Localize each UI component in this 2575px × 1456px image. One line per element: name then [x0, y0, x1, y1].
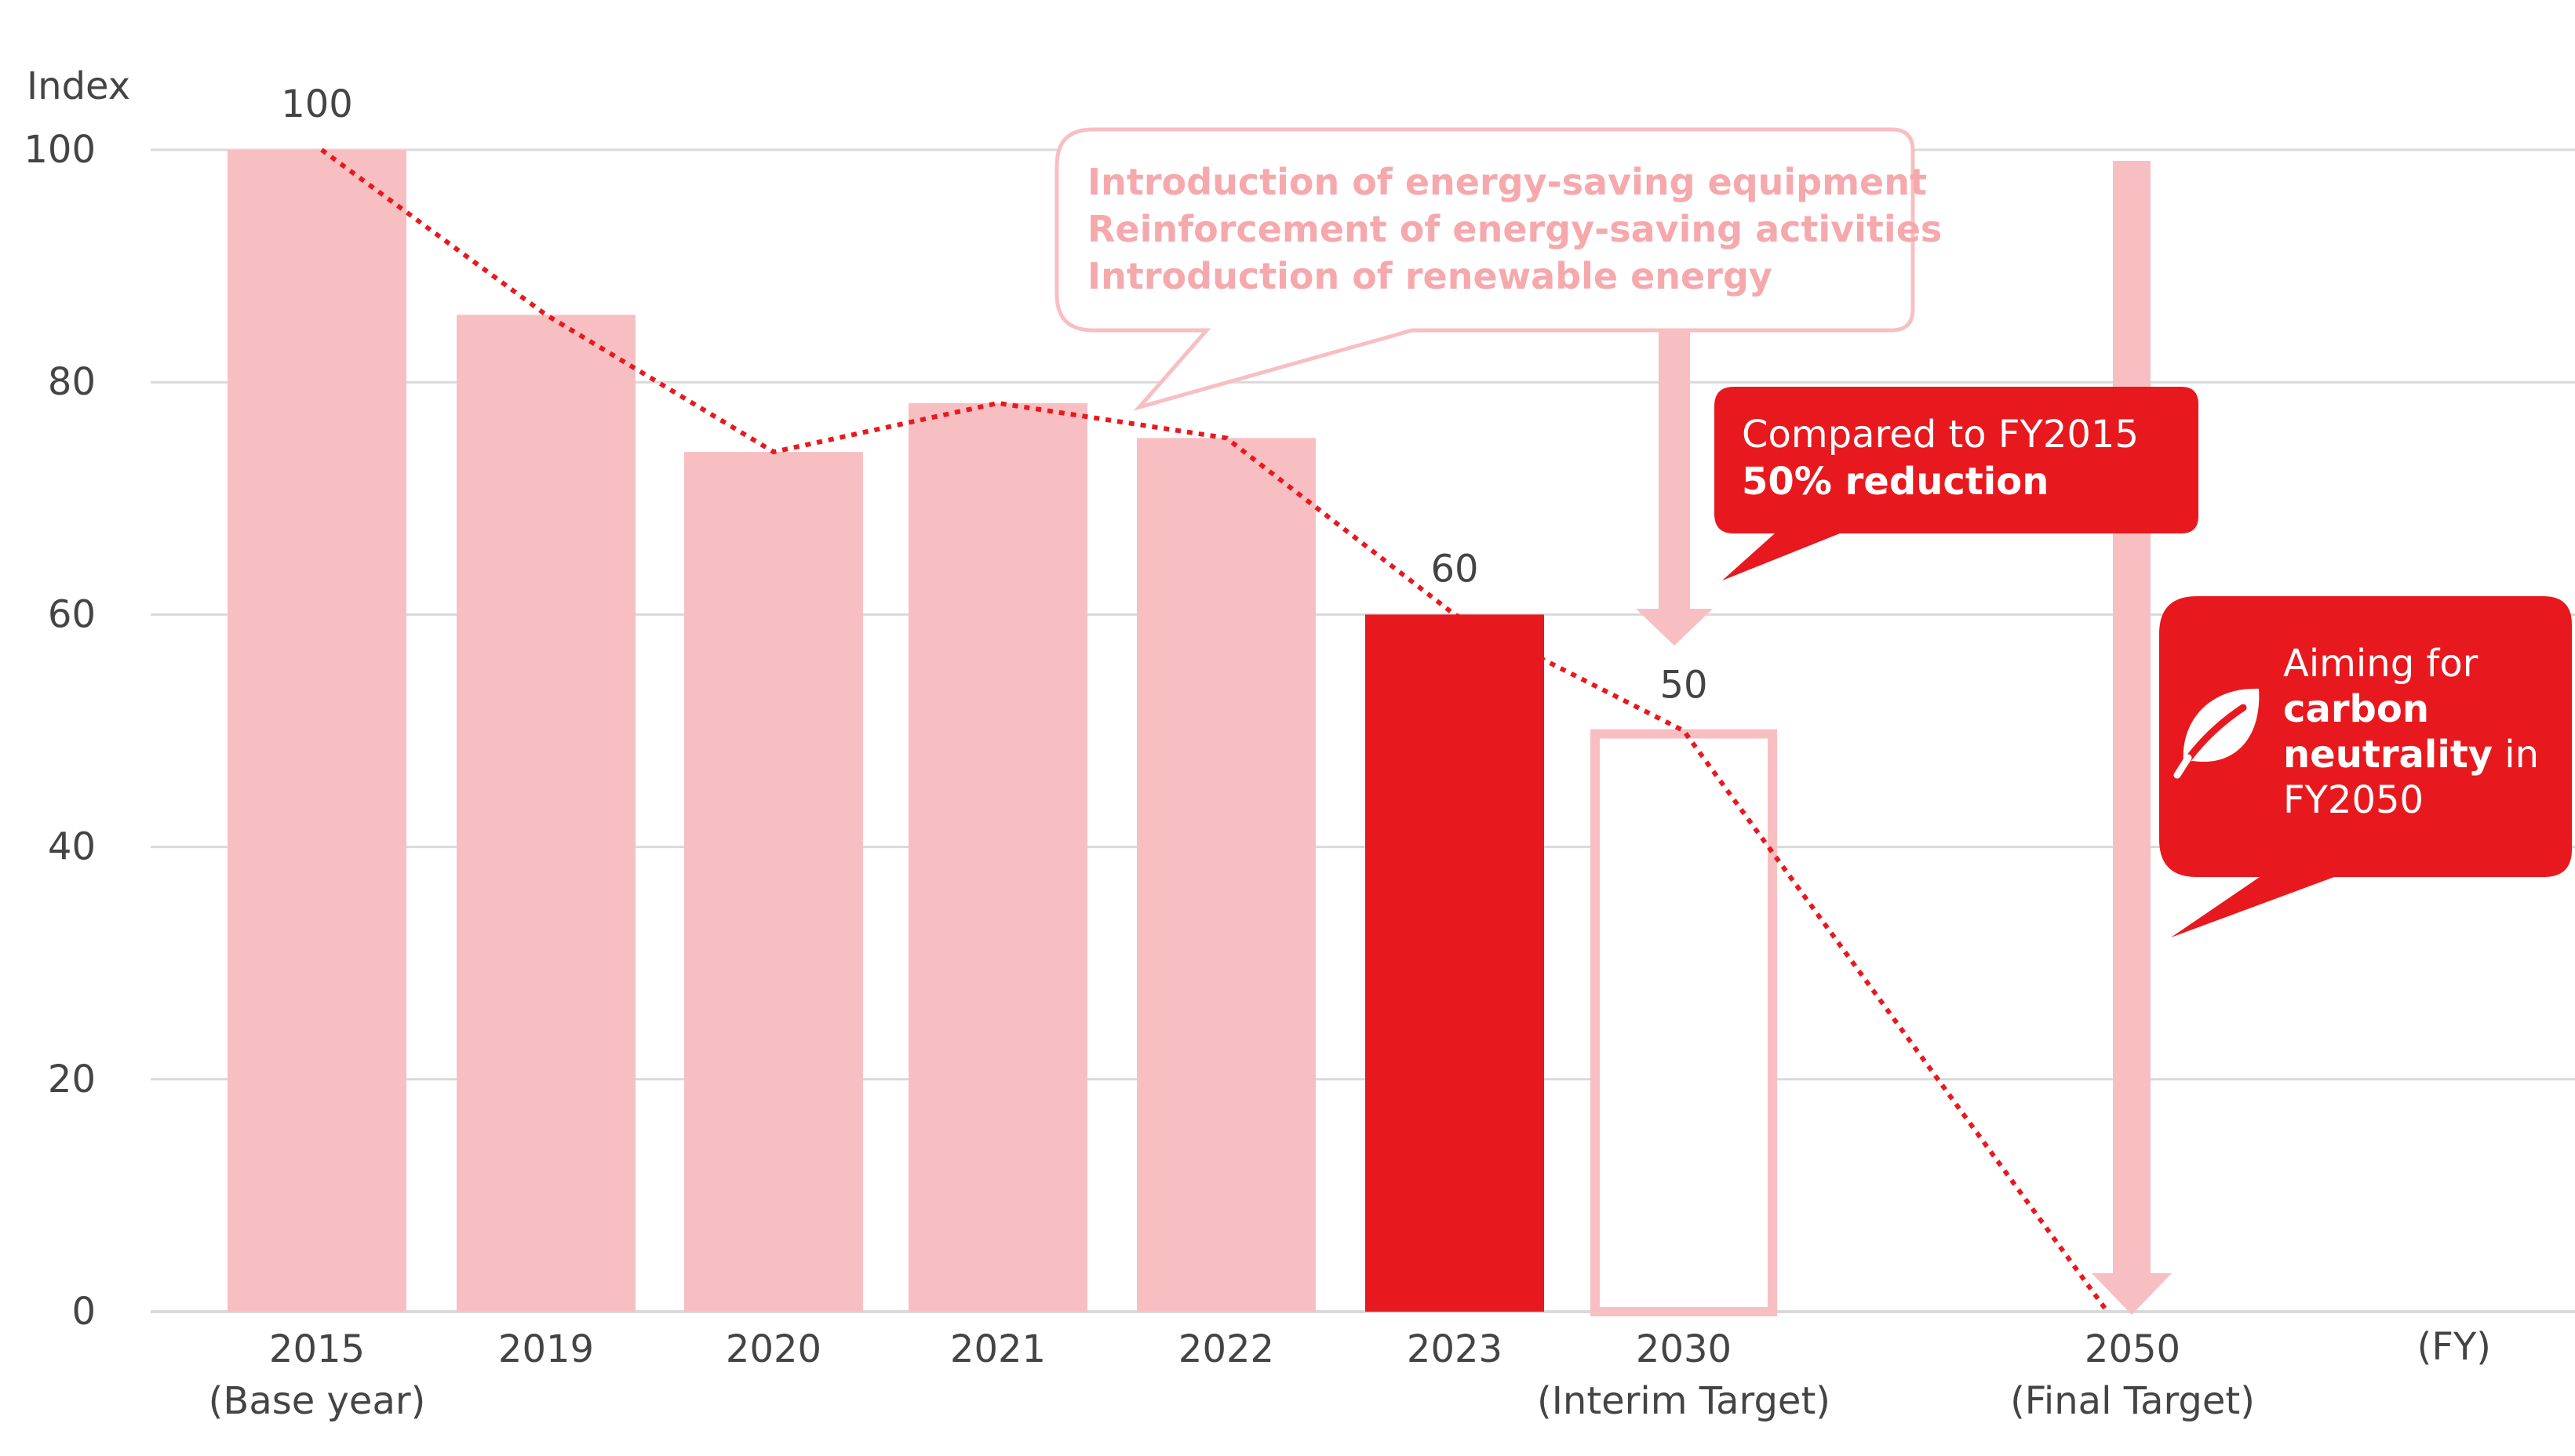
final-callout-line1: Aiming for: [2283, 642, 2478, 686]
y-tick-label-100: 100: [24, 128, 96, 172]
x-tick-label-2020: 2020: [726, 1327, 821, 1371]
interim-callout-bubble: [1714, 387, 2198, 581]
bar-2022: [1137, 438, 1316, 1312]
interim-target-arrow: [1636, 330, 1713, 646]
data-label-2015: 100: [281, 82, 353, 126]
bar-2021: [909, 402, 1087, 1312]
measure-text-3: Introduction of renewable energy: [1087, 255, 1772, 297]
x-tick-label-2050: 2050: [2085, 1327, 2180, 1371]
bar-2023: [1365, 614, 1544, 1312]
trend-line: [320, 147, 2110, 1313]
x-tick-label-2030: 2030: [1636, 1327, 1732, 1371]
y-axis-ticks: 0 20 40 60 80 100: [24, 128, 96, 1334]
y-tick-label-40: 40: [48, 825, 96, 869]
interim-callout-line1: Compared to FY2015: [1742, 413, 2139, 457]
x-tick-label-2021: 2021: [950, 1327, 1046, 1371]
target-arrows: [1636, 161, 2172, 1315]
final-target-arrow: [2092, 161, 2172, 1315]
bar-2020: [684, 452, 863, 1312]
x-tick-sublabel-2015: (Base year): [209, 1379, 426, 1423]
bar-2030: [1590, 729, 1777, 1316]
y-tick-label-60: 60: [48, 592, 96, 636]
final-callout-line3: neutrality in: [2283, 733, 2539, 777]
x-tick-sublabel-2030: (Interim Target): [1537, 1379, 1830, 1423]
measures-callout: Introduction of energy-saving equipment …: [1054, 127, 1942, 411]
y-tick-label-20: 20: [48, 1057, 96, 1101]
x-tick-label-2022: 2022: [1178, 1327, 1274, 1371]
data-label-2030: 50: [1659, 664, 1707, 708]
final-callout-line3-bold: neutrality: [2283, 733, 2493, 777]
bar-2015: [228, 150, 406, 1312]
y-tick-label-80: 80: [48, 360, 96, 404]
final-callout-line2: carbon: [2283, 687, 2429, 731]
y-tick-label-0: 0: [71, 1290, 96, 1334]
final-callout-line4: FY2050: [2283, 778, 2424, 822]
x-tick-sublabel-2050: (Final Target): [2010, 1379, 2255, 1423]
measure-text-1: Introduction of energy-saving equipment: [1087, 161, 1927, 203]
measure-text-2: Reinforcement of energy-saving activitie…: [1087, 208, 1942, 250]
x-tick-label-2023: 2023: [1407, 1327, 1502, 1371]
data-label-2023: 60: [1430, 547, 1478, 591]
measures-callout-bubble: [1054, 127, 1915, 411]
data-labels: 100 60 50: [281, 82, 1707, 708]
x-axis-unit: (FY): [2417, 1325, 2491, 1369]
bar-2019: [457, 315, 636, 1312]
y-axis-label: Index: [27, 64, 130, 108]
leaf-icon: [2173, 688, 2260, 779]
final-callout-bubble: [2159, 596, 2572, 937]
x-axis-ticks: 2015 (Base year) 2019 2020 2021 2022 2023 2030 (…: [209, 1327, 2255, 1423]
interim-callout-line2: 50% reduction: [1742, 460, 2049, 504]
x-tick-label-2015: 2015: [269, 1327, 365, 1371]
bars: [228, 150, 1777, 1316]
trend-line-path: [320, 147, 2110, 1313]
final-target-callout: Aiming for carbon neutrality in FY2050: [2159, 596, 2572, 937]
x-tick-label-2019: 2019: [498, 1327, 594, 1371]
interim-target-callout: Compared to FY2015 50% reduction: [1714, 387, 2198, 581]
final-callout-line3-rest: in: [2493, 733, 2539, 777]
